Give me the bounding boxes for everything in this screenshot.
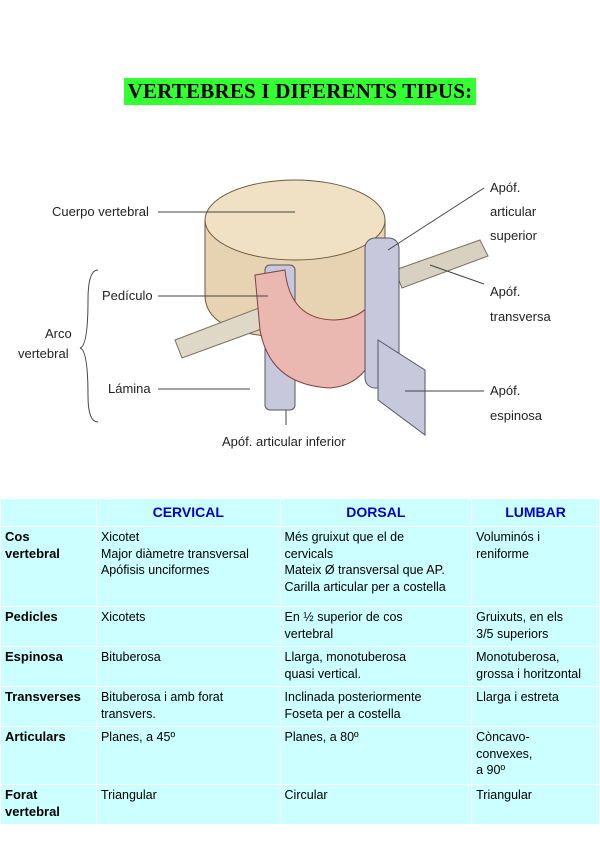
cell-line: Carilla articular per a costella [284,579,446,594]
header-empty [0,498,97,527]
cell-line: Triangular [100,788,157,802]
cell-line: Cos [5,529,30,544]
cell-lumbar: Gruixuts, en els 3/5 superiors [471,606,600,647]
cell-line: quasi vertical. [284,666,361,681]
cell-line: Xicotets [100,610,146,624]
cell-line: Més gruixut que el de [284,530,405,544]
row-header: Articulars [0,726,97,785]
table-row: Articulars Planes, a 45º Planes, a 80º Cònc… [0,726,600,785]
label-art-sup-2: articular [490,204,537,219]
header-lumbar: LUMBAR [471,498,600,527]
cell-line: Llarga i estreta [476,690,559,704]
cell-cervical: Xicotets [95,606,281,647]
title-wrap: VERTEBRES I DIFERENTS TIPUS: [0,78,600,105]
cell-dorsal: Llarga, monotuberosa quasi vertical. [279,646,473,687]
cell-line: vertebral [5,545,60,561]
cell-line: Bituberosa i amb forat [100,690,224,704]
row-header: Pedicles [0,606,97,647]
cell-line: transvers. [100,706,156,721]
label-espin-2: espinosa [490,408,543,423]
page-title: VERTEBRES I DIFERENTS TIPUS: [123,78,477,105]
cell-line: Foseta per a costella [284,706,401,721]
cell-cervical: Bituberosa i amb forat transvers. [95,686,281,727]
cell-dorsal: Circular [279,784,473,825]
cell-line: Mateix Ø transversal que AP. [284,563,445,577]
table-row: Espinosa Bituberosa Llarga, monotuberosa qu… [0,646,600,687]
cell-line: vertebral [284,626,334,641]
cell-dorsal: En ½ superior de cos vertebral [279,606,473,647]
label-lamina: Lámina [108,381,151,396]
cell-line: Inclinada posteriormente [284,690,422,704]
row-header: Espinosa [0,646,97,687]
cell-dorsal: Planes, a 80º [279,726,473,785]
cell-lumbar: Triangular [471,784,600,825]
cell-lumbar: Còncavo-convexes, a 90º [471,726,600,785]
label-transv-1: Apóf. [490,284,520,299]
cell-line: Espinosa [5,649,63,664]
cell-line: Còncavo- [476,730,530,744]
cell-line: Gruixuts, en els [476,610,563,624]
cell-line: 3/5 superiors [476,626,549,641]
table-row: Pedicles Xicotets En ½ superior de cos vert… [0,606,600,647]
label-transv-2: transversa [490,309,551,324]
label-arco: Arco [45,326,72,341]
cell-line: vertebral [5,803,60,819]
cell-line: Voluminós i [476,530,541,544]
cell-line: a 90º [476,763,506,777]
table-header-row: CERVICAL DORSAL LUMBAR [0,498,600,527]
cell-cervical: Planes, a 45º [95,726,281,785]
cell-line: reniforme [476,546,529,561]
cell-line: Planes, a 45º [100,730,176,744]
header-cervical: CERVICAL [95,498,281,527]
cell-line: Transverses [5,689,81,704]
cell-line: convexes, [476,746,533,761]
cell-cervical: Triangular [95,784,281,825]
cell-line: Llarga, monotuberosa [284,650,407,664]
cell-lumbar: Llarga i estreta [471,686,600,727]
cell-line: Xicotet [100,530,140,544]
cell-cervical: Bituberosa [95,646,281,687]
cell-line: Triangular [476,788,532,802]
cell-line: Forat [5,787,38,802]
spinous-process [377,339,426,436]
label-cuerpo-vertebral: Cuerpo vertebral [52,204,149,219]
table-row: Transverses Bituberosa i amb forat transve… [0,686,600,727]
cell-line: Monotuberosa, [476,650,560,664]
cell-line: Planes, a 80º [284,730,359,744]
cell-lumbar: Monotuberosa, grossa i horitzontal [471,646,600,687]
label-apof-articular-inferior: Apóf. articular inferior [222,434,346,449]
leader-lines [79,187,485,425]
cell-line: Articulars [5,729,66,744]
cell-line: cervicals [284,546,334,561]
label-espin-1: Apóf. [490,383,520,398]
cell-line: Bituberosa [100,650,161,664]
vertebra-diagram: Cuerpo vertebral Pedículo Arco vertebral… [18,179,551,449]
cell-line: Major diàmetre transversal [100,546,249,561]
cell-line: grossa i horitzontal [476,666,582,681]
label-pediculo: Pedículo [102,288,153,303]
cell-line: Pedicles [5,609,58,624]
row-header: Transverses [0,686,97,727]
header-dorsal: DORSAL [279,498,473,527]
cell-line: Circular [284,788,328,802]
cell-line: En ½ superior de cos [284,610,403,624]
label-arco-vertebral: vertebral [18,346,69,361]
cell-lumbar: Voluminós i reniforme [471,526,600,607]
label-art-sup-3: superior [490,228,538,243]
label-art-sup-1: Apóf. [490,180,520,195]
cell-line: Apófisis unciformes [100,563,210,577]
transverse-process-right [394,239,489,289]
